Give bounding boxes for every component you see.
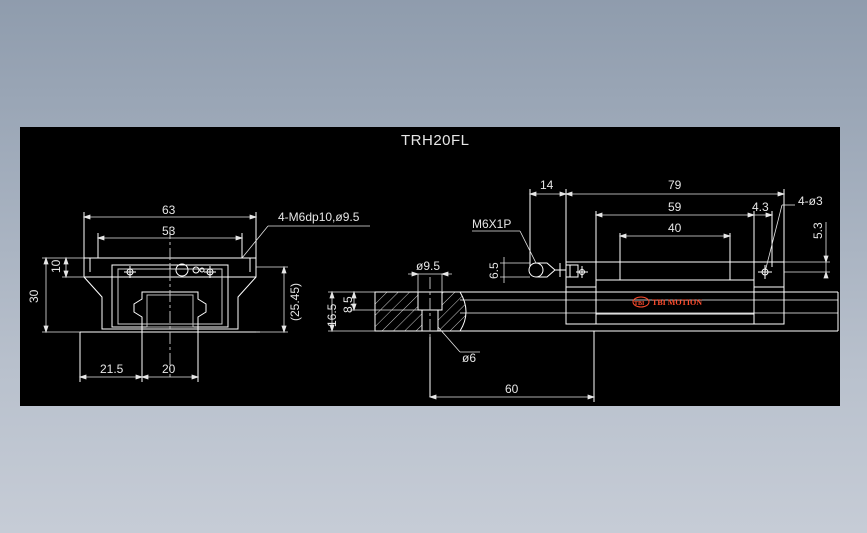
side-dimensions <box>328 191 830 400</box>
side-hole-spacing: 40 <box>668 221 682 235</box>
front-mounting-note: 4-M6dp10,ø9.5 <box>278 210 360 224</box>
front-rail-offset: 21.5 <box>100 362 124 376</box>
drawing-svg: TRH20FL <box>27 132 839 402</box>
brand-logo: TBI TBI MOTION <box>632 296 702 308</box>
brand-mark: TBI <box>634 301 645 307</box>
side-nipple-height: 6.5 <box>487 262 501 279</box>
front-left-hole <box>124 266 136 278</box>
side-rail-pitch: 60 <box>505 382 519 396</box>
side-end-dim: 4.3 <box>752 200 769 214</box>
side-body-length: 59 <box>668 200 682 214</box>
side-grease-nipple: M6X1P <box>472 217 511 231</box>
side-grease-holes-note: 4-ø3 <box>798 194 823 208</box>
grease-nipple <box>528 262 566 278</box>
front-total-height: 30 <box>27 289 41 303</box>
brand-logo-text: TBI MOTION <box>652 298 702 307</box>
side-left-grease-hole <box>576 266 588 278</box>
cad-drawing-canvas[interactable]: TRH20FL <box>20 127 840 406</box>
front-width-overall: 63 <box>162 203 176 217</box>
side-cbore-depth: 8.5 <box>341 296 355 313</box>
side-rail-hole-cbore: ø9.5 <box>416 259 440 273</box>
front-dimensions <box>42 214 370 380</box>
side-rail-height: 16.5 <box>325 303 339 327</box>
front-view <box>79 212 260 382</box>
drawing-title: TRH20FL <box>401 132 470 149</box>
side-rail-hole: ø6 <box>462 351 476 365</box>
front-rail-width: 20 <box>162 362 176 376</box>
side-view <box>374 189 839 402</box>
side-block-length: 79 <box>668 178 682 192</box>
front-flange-height: 10 <box>49 259 63 273</box>
front-hole-spacing: 53 <box>162 224 176 238</box>
side-end-offset: 14 <box>540 178 554 192</box>
front-rail-height-ref: (25.45) <box>288 283 302 321</box>
side-grease-height: 5.3 <box>811 222 825 239</box>
front-right-hole <box>204 266 216 278</box>
rail-section-hatch <box>374 291 467 332</box>
